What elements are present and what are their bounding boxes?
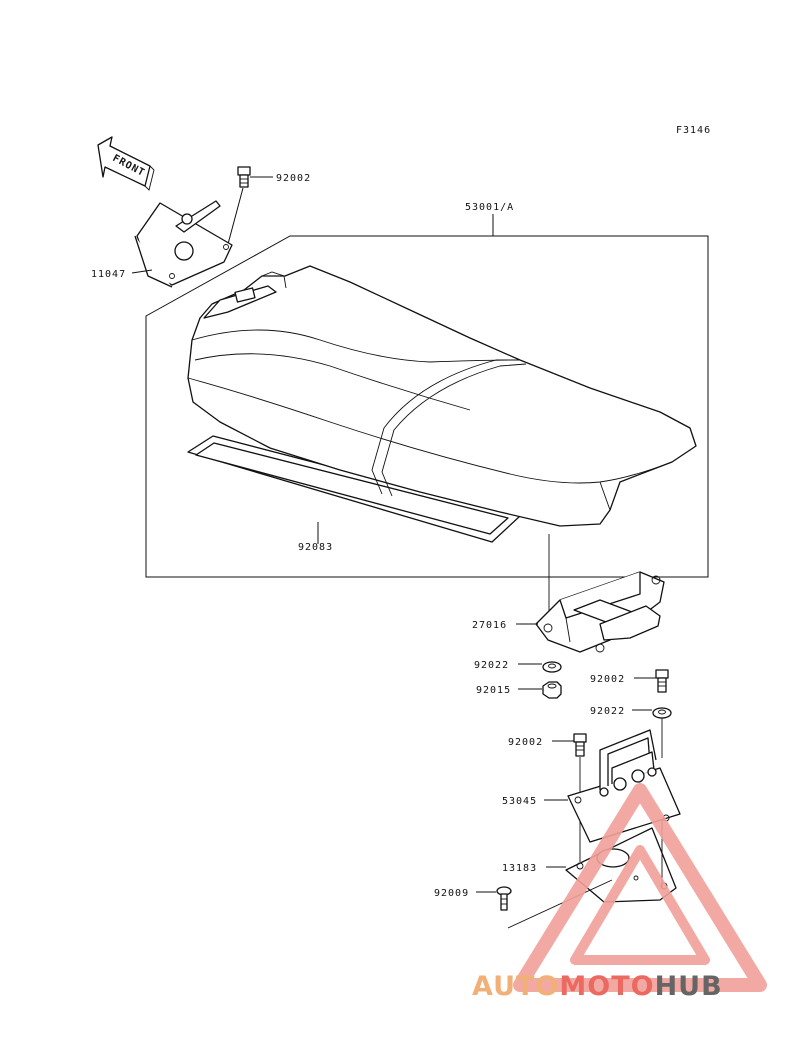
label-plate: 13183	[502, 863, 537, 874]
label-seat-band: 92083	[298, 542, 333, 553]
label-bracket-top: 11047	[91, 269, 126, 280]
bracket-top-icon	[134, 200, 233, 288]
bolt-mid-icon	[573, 733, 587, 757]
logo-text-auto: AUTO	[472, 971, 559, 1002]
washer-icon	[542, 661, 562, 673]
label-seat-lock: 27016	[472, 620, 507, 631]
label-bracket-lower: 53045	[502, 796, 537, 807]
bolt-top-icon	[237, 166, 251, 188]
nut-icon	[542, 681, 562, 699]
label-washer-right: 92022	[590, 706, 625, 717]
label-bolt-mid: 92002	[508, 737, 543, 748]
logo-text-moto: MOTO	[559, 971, 654, 1002]
logo-text-hub: HUB	[655, 971, 723, 1002]
figure-code: F3146	[676, 125, 711, 136]
label-bolt-bottom: 92009	[434, 888, 469, 899]
label-bolt-top: 92002	[276, 173, 311, 184]
label-nut: 92015	[476, 685, 511, 696]
bolt-right-icon	[655, 669, 669, 693]
seat-band-icon	[187, 435, 521, 543]
front-arrow-icon: FRONT	[97, 136, 155, 191]
seat-lock-icon	[535, 571, 665, 653]
label-seat-assy: 53001/A	[465, 202, 514, 213]
label-washer-a: 92022	[474, 660, 509, 671]
bolt-bottom-icon	[496, 886, 512, 911]
svg-text:AUTOMOTOHUB: AUTOMOTOHUB	[472, 971, 723, 1002]
label-bolt-right: 92002	[590, 674, 625, 685]
seat-icon	[187, 265, 697, 527]
automotohub-logo: AUTOMOTOHUB	[472, 783, 767, 1002]
washer-right-icon	[652, 707, 672, 719]
